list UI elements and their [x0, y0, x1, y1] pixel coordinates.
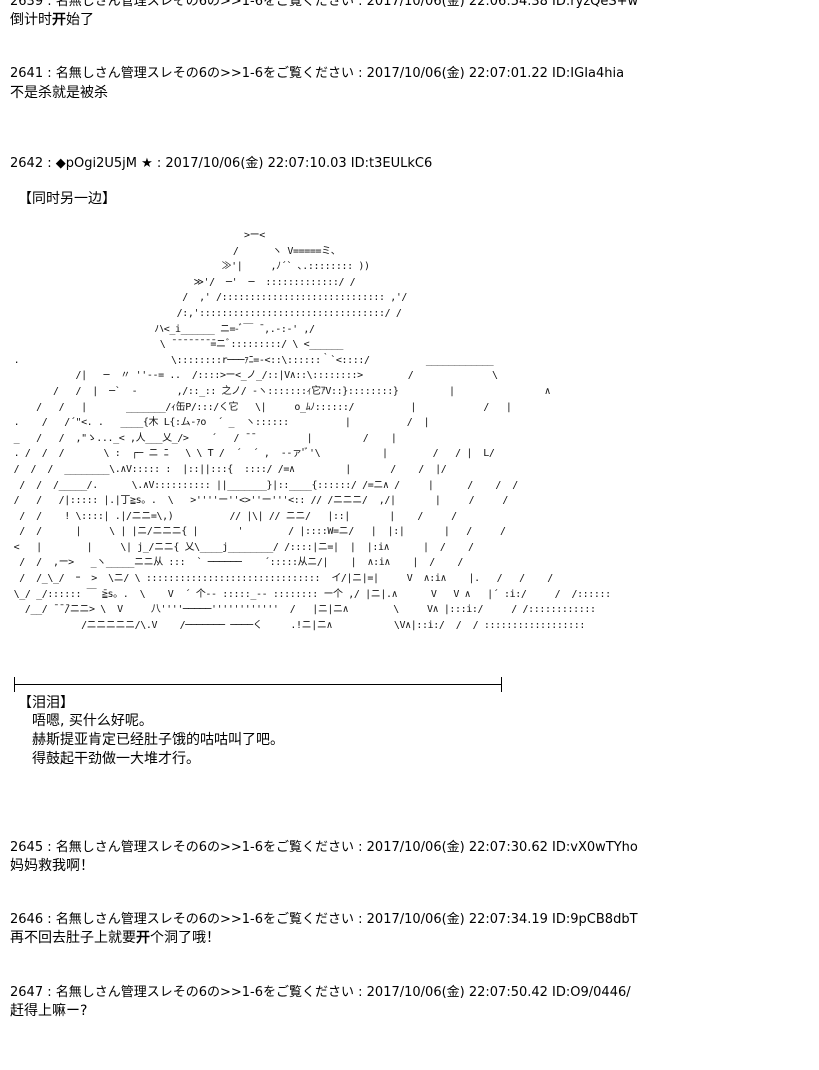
dialog-line: 唔嗯, 买什么好呢。	[32, 713, 153, 729]
dialog-line: 赫斯提亚肯定已经肚子饿的咕咕叫了吧。	[32, 732, 284, 748]
post-header-2646: 2646 : 名無しさん管理スレその6の>>1-6をご覧ください : 2017/…	[10, 912, 638, 927]
post-header-2639: 2639 : 名無しさん管理スレその6の>>1-6をご覧ください : 2017/…	[10, 0, 639, 9]
post-header-2647: 2647 : 名無しさん管理スレその6の>>1-6をご覧ください : 2017/…	[10, 985, 631, 1000]
post-body-2646: 再不回去肚子上就要开个洞了哦！	[10, 930, 220, 946]
divider-tick-left	[14, 677, 15, 692]
dialog-line: 得鼓起干劲做一大堆才行。	[32, 751, 200, 767]
dialog-speaker: 【泪泪】	[18, 695, 74, 711]
post-body-2645: 妈妈救我啊！	[10, 858, 94, 874]
post-header-2642: 2642 : ◆pOgi2U5jM ★ : 2017/10/06(金) 22:0…	[10, 156, 433, 171]
post-header-2645: 2645 : 名無しさん管理スレその6の>>1-6をご覧ください : 2017/…	[10, 840, 638, 855]
post-header-2641: 2641 : 名無しさん管理スレその6の>>1-6をご覧ください : 2017/…	[10, 66, 625, 81]
divider-rule	[14, 684, 502, 685]
scene-caption: 【同时另一边】	[18, 191, 116, 207]
divider-tick-right	[501, 677, 502, 692]
post-body-2639: 倒计时开始了	[10, 12, 94, 28]
post-body-2641: 不是杀就是被杀	[10, 85, 108, 101]
post-body-2647: 赶得上嘛ー?	[10, 1003, 88, 1019]
ascii-art: >ー< / ヽ V=====ミ、 ≫'| ,ﾉ´` ､.:::::::: )) …	[13, 230, 612, 631]
